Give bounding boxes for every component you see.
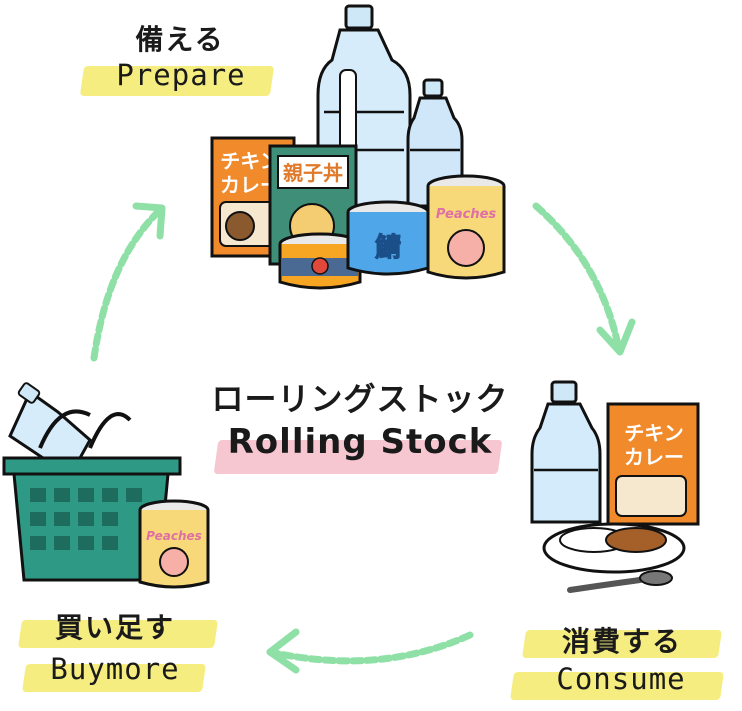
buymore-label-ja: 買い足す: [54, 611, 175, 644]
title-en: Rolling Stock: [227, 422, 493, 462]
arrow-head-consume: [596, 318, 636, 356]
consume-water-bottle-icon: [530, 380, 602, 524]
consume-curry-line2: カレー: [624, 445, 684, 469]
shopping-basket-icon: [2, 409, 182, 582]
title-ja: ローリングストック: [211, 380, 509, 418]
buymore-label-en: Buymore: [50, 652, 180, 686]
peach-can-icon: Peaches: [426, 174, 506, 280]
peaches-label-top: Peaches: [436, 207, 497, 222]
arrow-prepare-to-consume: [532, 202, 622, 349]
arrow-head-prepare: [132, 202, 166, 240]
arrow-consume-to-buymore: [266, 631, 474, 665]
basket-peach-can-icon: Peaches: [138, 499, 210, 589]
saba-label: 鯖: [375, 233, 401, 263]
oyakodon-box-icon: 親子丼: [268, 144, 358, 266]
prepare-label-en: Prepare: [116, 58, 246, 92]
consume-curry-box-icon: チキン カレー: [606, 402, 700, 526]
curry-plate-icon: [542, 522, 686, 574]
spoon-icon: [567, 570, 673, 593]
prepare-label-ja: 備える: [135, 23, 225, 56]
saba-can-icon: 鯖: [346, 200, 430, 276]
consume-curry-line1: チキン: [624, 421, 683, 445]
basket-peaches-label: Peaches: [146, 529, 202, 543]
arrow-buymore-to-prepare: [90, 206, 164, 362]
oyakodon-label: 親子丼: [283, 161, 343, 185]
crab-can-icon: [278, 232, 362, 290]
consume-label-ja: 消費する: [561, 625, 682, 658]
arrow-head-buymore: [266, 628, 300, 674]
consume-label-en: Consume: [556, 662, 686, 696]
